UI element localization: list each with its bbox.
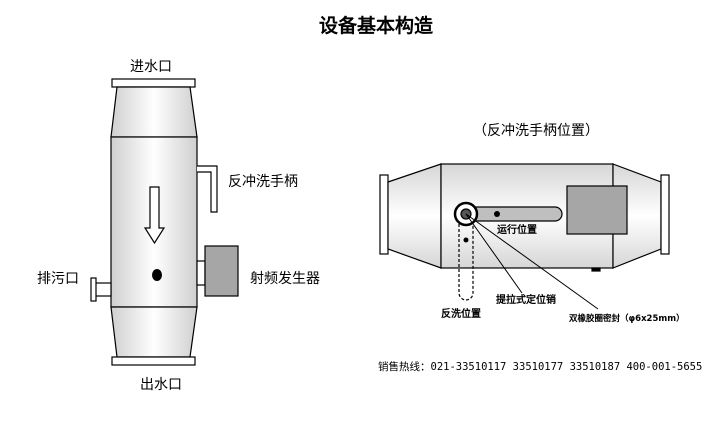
sensor-dot: [152, 269, 162, 281]
top-cone: [110, 86, 198, 138]
horizontal-filter-housing: [379, 163, 670, 310]
label-inlet: 进水口: [130, 59, 172, 75]
right-diagram-caption: （反冲洗手柄位置）: [473, 123, 599, 139]
rf-generator-box: [204, 245, 239, 297]
backwash-pin-dot: [463, 237, 469, 243]
page-title: 设备基本构造: [319, 14, 434, 37]
bottom-cone: [110, 306, 198, 358]
sales-hotline: 销售热线：021-33510117 33510177 33510187 400-…: [378, 360, 702, 373]
leader-o-ring: [465, 213, 599, 310]
vertical-filter-housing: [90, 78, 239, 366]
label-o-ring: 双橡胶圈密封（φ6x25mm）: [569, 313, 685, 324]
inlet-flange: [111, 78, 196, 88]
generator-mount: [196, 260, 206, 286]
drain-flange: [90, 277, 97, 302]
left-flange: [379, 174, 389, 255]
label-backwash-position: 反洗位置: [441, 307, 481, 320]
handle-run-position: [467, 206, 563, 222]
left-cone: [387, 163, 442, 269]
label-rf-generator: 射频发生器: [250, 271, 320, 287]
housing-foot: [591, 267, 601, 272]
label-pull-pin: 提拉式定位销: [496, 293, 556, 306]
label-run-position: 运行位置: [497, 223, 537, 236]
right-flange: [660, 174, 670, 255]
outlet-flange: [111, 356, 196, 366]
label-outlet: 出水口: [140, 377, 182, 393]
leader-pull-pin: [465, 213, 523, 294]
label-backwash-handle: 反冲洗手柄: [228, 174, 298, 190]
locating-pin-dot: [494, 211, 500, 217]
backwash-handle: [197, 165, 218, 213]
drain-pipe: [94, 282, 112, 297]
rf-generator-box-right: [566, 185, 628, 235]
handle-backwash-position: [458, 214, 474, 301]
flow-direction-arrow: [143, 186, 166, 245]
label-drain: 排污口: [37, 271, 79, 287]
